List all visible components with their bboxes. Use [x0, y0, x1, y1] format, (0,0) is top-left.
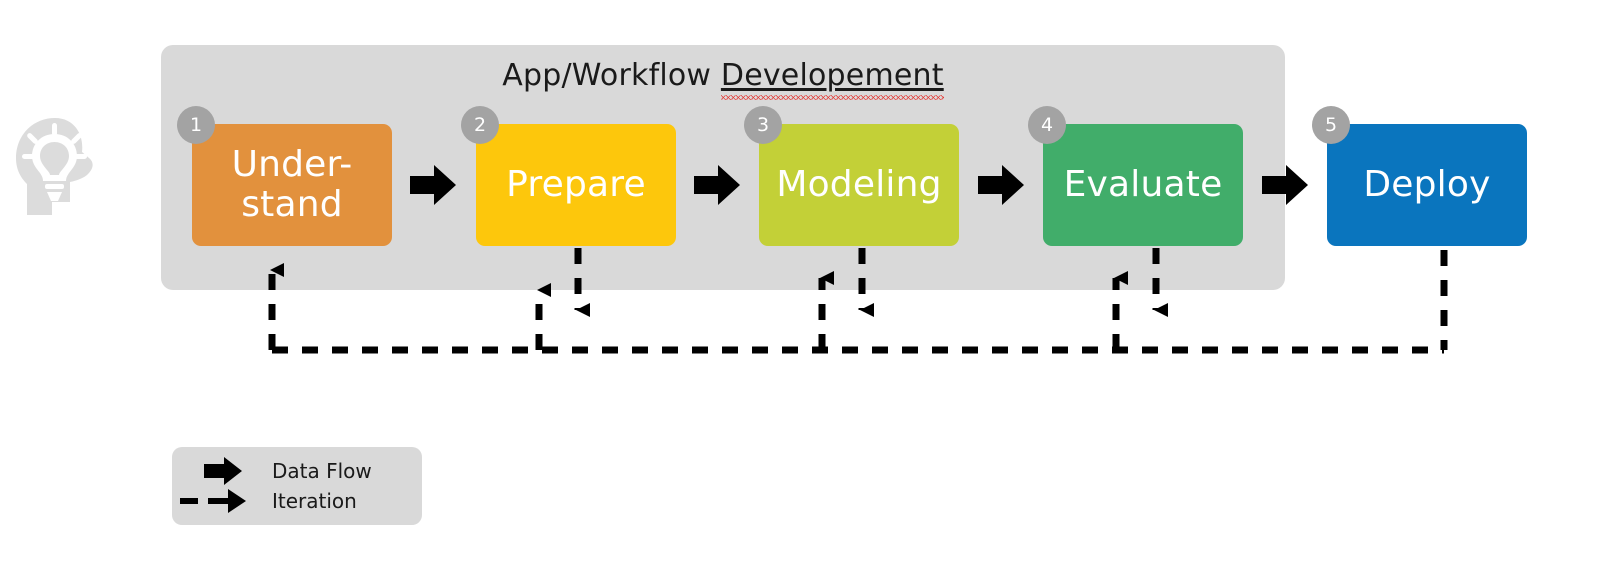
stage-label-modeling: Modeling — [776, 163, 942, 205]
stage-label-prepare: Prepare — [506, 163, 646, 205]
data-flow-arrow-4 — [1262, 165, 1308, 205]
stage-badge-2: 2 — [461, 106, 499, 144]
legend-glyph-solid-arrow — [172, 456, 272, 486]
head-lightbulb-icon — [16, 118, 93, 215]
title-plain: App/Workflow — [502, 58, 721, 93]
legend-label-iteration: Iteration — [272, 489, 357, 513]
stage-badge-1: 1 — [177, 106, 215, 144]
legend-item-iteration: Iteration — [172, 486, 422, 516]
stage-label-evaluate: Evaluate — [1063, 163, 1223, 205]
legend-label-data-flow: Data Flow — [272, 459, 372, 483]
stage-box-evaluate[interactable]: Evaluate — [1043, 124, 1243, 246]
data-flow-arrow-1 — [410, 165, 456, 205]
stage-label-deploy: Deploy — [1363, 163, 1491, 205]
legend: Data Flow Iteration — [172, 447, 422, 525]
data-flow-arrow-2 — [694, 165, 740, 205]
stage-badge-3: 3 — [744, 106, 782, 144]
title-misspelled-word: Developement — [720, 58, 944, 100]
stage-box-prepare[interactable]: Prepare — [476, 124, 676, 246]
stage-badge-4: 4 — [1028, 106, 1066, 144]
stage-box-modeling[interactable]: Modeling — [759, 124, 959, 246]
stage-badge-5: 5 — [1312, 106, 1350, 144]
stage-box-deploy[interactable]: Deploy — [1327, 124, 1527, 246]
legend-item-data-flow: Data Flow — [172, 456, 422, 486]
stage-box-understand[interactable]: Under-stand — [192, 124, 392, 246]
stage-label-understand: Under-stand — [231, 143, 353, 225]
legend-glyph-dashed-arrow — [172, 486, 272, 516]
data-flow-arrow-3 — [978, 165, 1024, 205]
diagram-title: App/Workflow Developement — [161, 58, 1285, 100]
